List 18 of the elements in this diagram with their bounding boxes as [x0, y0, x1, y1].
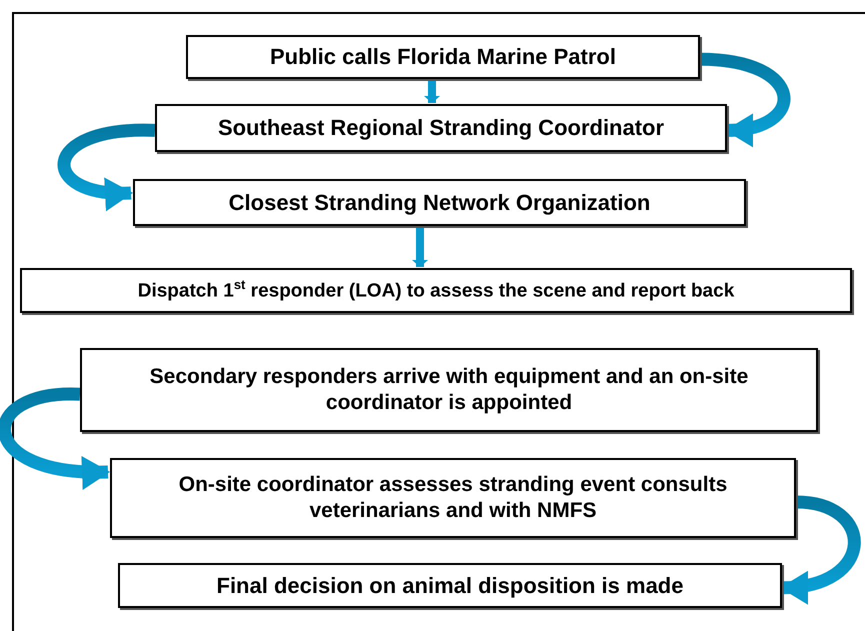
step-text: Dispatch 1$^{st}$ responder (LOA) to assess the scene and report back — [136, 277, 736, 304]
arrow — [424, 81, 440, 103]
curved-arrow — [700, 52, 790, 146]
process-box — [110, 458, 796, 538]
step-text: Secondary responders arrive with equipment and an on-site coordinator is appointed — [148, 364, 750, 416]
process-box — [155, 104, 727, 152]
process-box — [20, 268, 852, 313]
step-text: Public calls Florida Marine Patrol — [269, 43, 617, 71]
process-box — [133, 179, 746, 226]
curved-arrow — [58, 124, 156, 210]
step-text: On-site coordinator assesses stranding event consults veterinarians and with NMFS — [178, 472, 728, 524]
step-text: Final decision on animal disposition is made — [216, 572, 684, 600]
step-text: Closest Stranding Network Organization — [228, 188, 652, 216]
step-text: Southeast Regional Stranding Coordinator — [216, 114, 666, 142]
process-box — [186, 35, 700, 79]
curved-arrow — [0, 388, 110, 488]
process-box — [118, 563, 782, 608]
process-box — [80, 348, 818, 432]
